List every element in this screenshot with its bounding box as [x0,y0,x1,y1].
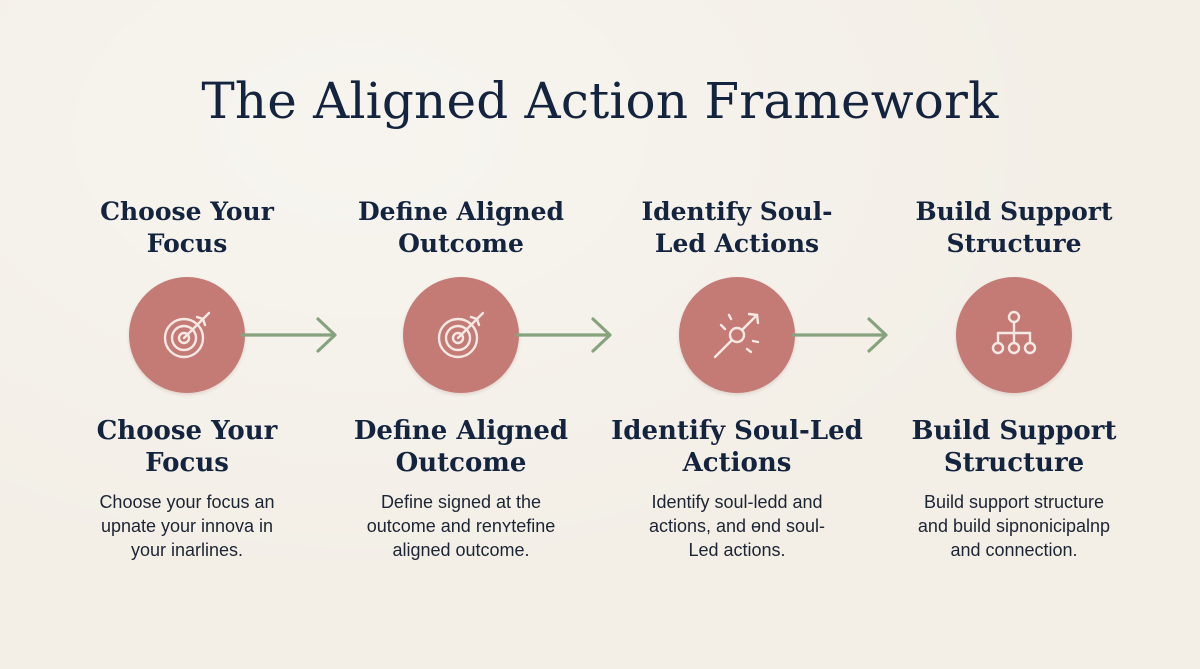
hierarchy-icon [991,310,1037,355]
step-label-line: Outcome [395,448,527,478]
step-description-line: Identify soul-ledd and [651,492,823,512]
step-label: Define Aligned Outcome [321,415,601,479]
step-heading-line: Identify Soul- [641,197,833,226]
step-description-line: aligned outcome. [392,540,530,560]
step-description-line: upnate your innova in [100,516,274,536]
step-heading: Define Aligned Outcome [321,196,601,260]
step-heading-line: Define Aligned [358,197,564,226]
flow-arrow-icon [240,317,337,353]
compass-arrow-icon [713,312,760,359]
step-label: Identify Soul-Led Actions [597,415,877,479]
step-label-line: Structure [943,448,1085,478]
step-heading-line: Build Support [915,197,1113,226]
step-heading-line: Led Actions [654,229,820,258]
step-label-line: Build Support [911,416,1117,446]
target-arrow-icon [163,311,211,359]
flow-arrow-icon [791,317,888,353]
step-icon-circle [956,277,1072,393]
step-description: Build support structure and build sipnon… [874,490,1154,562]
step-description-line: outcome and renʏtefine [366,516,556,536]
step-icon-circle [403,277,519,393]
step-label-line: Choose Your [96,416,278,446]
step-heading-line: Choose Your [100,197,274,226]
step-description-line: Choose your focus an [99,492,275,512]
step-label-line: Actions [682,448,792,478]
flow-arrow-icon [515,317,612,353]
target-arrow-icon [437,311,485,359]
step-label-line: Define Aligned [353,416,569,446]
step-label-line: Identify Soul-Led [611,416,863,446]
step-description-line: and build sipnonicipalnp [917,516,1111,536]
step-icon-circle [129,277,245,393]
step-identify-actions: Identify Soul- Led Actions Identify Soul… [597,0,877,669]
step-heading: Identify Soul- Led Actions [597,196,877,260]
step-description-line: your inarlines. [130,540,244,560]
step-description: Choose your focus an upnate your innova … [47,490,327,562]
step-heading: Choose Your Focus [47,196,327,260]
step-choose-focus: Choose Your Focus Choose Your Focus Choo… [47,0,327,669]
step-heading-line: Outcome [398,229,524,258]
step-description-line: and connection. [950,540,1078,560]
step-description: Define signed at the outcome and renʏtef… [321,490,601,562]
step-heading: Build Support Structure [874,196,1154,260]
step-icon-circle [679,277,795,393]
step-heading-line: Structure [946,229,1082,258]
step-description-line: Build support structure [923,492,1105,512]
step-description-line: actions, and ɵnd soul- [648,516,826,536]
step-label: Choose Your Focus [47,415,327,479]
step-label-line: Focus [145,448,229,478]
step-build-support: Build Support Structure Build Support St… [874,0,1154,669]
step-description-line: Define signed at the [380,492,542,512]
step-define-outcome: Define Aligned Outcome Define Aligned Ou… [321,0,601,669]
step-label: Build Support Structure [874,415,1154,479]
page-title: The Aligned Action Framework [201,72,999,130]
step-heading-line: Focus [146,229,228,258]
step-description: Identify soul-ledd and actions, and ɵnd … [597,490,877,562]
step-description-line: Led actions. [688,540,786,560]
